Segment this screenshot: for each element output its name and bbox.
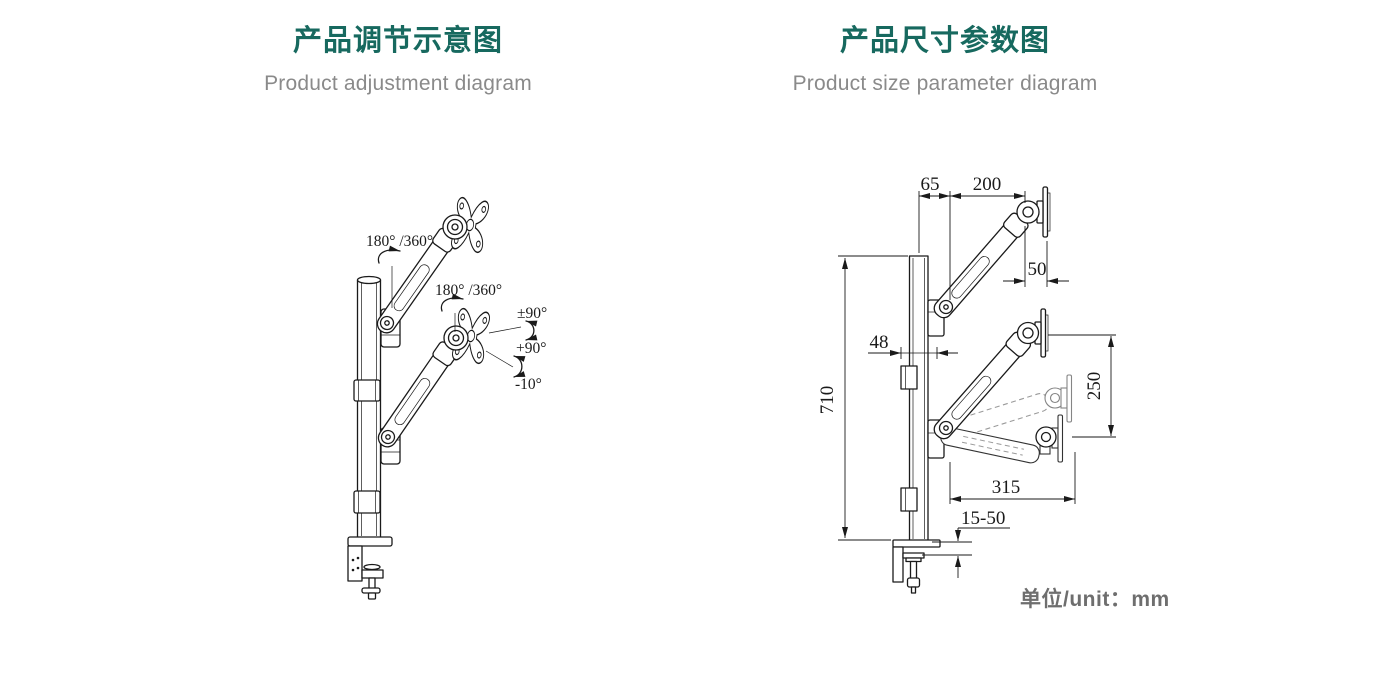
ball-joint-upper — [442, 214, 468, 240]
arm1-rotation-label: 180° /360° — [366, 233, 433, 250]
dim-710-label: 710 — [817, 386, 838, 415]
pole-collar-lower — [353, 490, 381, 514]
adjustment-diagram: 180° /360° 180° /360° ±90° +90° -10° — [347, 196, 547, 600]
desk-clamp — [347, 536, 393, 600]
left-title: 产品调节示意图 — [292, 25, 503, 57]
unit-note: 单位/unit：mm — [1020, 588, 1170, 611]
dimension-15-50: 15-50 — [922, 508, 1010, 578]
dimension-50: 50 — [1003, 226, 1069, 287]
tilt-down-label: -10° — [515, 376, 542, 393]
right-title: 产品尺寸参数图 — [839, 25, 1050, 57]
bottom-arm-side — [927, 308, 1073, 464]
rotate-arrow-icon — [440, 293, 464, 312]
pole-collar-upper — [353, 379, 381, 402]
left-panel-header: 产品调节示意图 Product adjustment diagram — [218, 25, 578, 96]
angle-annotations: 180° /360° 180° /360° ±90° +90° -10° — [366, 233, 547, 393]
dimension-65: 65 — [918, 174, 951, 300]
dimension-200: 200 — [950, 174, 1026, 203]
lower-arm — [377, 307, 492, 465]
dim-15-50-label: 15-50 — [961, 508, 1005, 529]
desk-clamp-side — [892, 539, 941, 594]
dimension-48: 48 — [868, 332, 958, 359]
top-arm-side — [927, 186, 1051, 337]
swivel-arrow-icon — [525, 320, 538, 341]
tilt-up-label: +90° — [516, 340, 546, 357]
dim-315-label: 315 — [992, 477, 1021, 498]
dimension-315: 315 — [949, 452, 1076, 504]
arm2-rotation-label: 180° /360° — [435, 282, 502, 299]
pole-side-view — [900, 255, 929, 541]
size-parameter-diagram: 65 200 50 48 — [817, 174, 1116, 594]
dimension-710: 710 — [817, 255, 908, 541]
left-subtitle: Product adjustment diagram — [264, 71, 532, 95]
ball-joint-lower — [443, 325, 469, 351]
vesa-rotation-label: ±90° — [517, 305, 547, 322]
upper-arm — [376, 196, 491, 348]
dim-250-label: 250 — [1084, 372, 1105, 401]
tilt-arrow-icon — [513, 355, 526, 378]
rotate-arrow-icon — [377, 245, 401, 264]
dim-65-label: 65 — [921, 174, 940, 195]
dim-200-label: 200 — [973, 174, 1002, 195]
dim-50-label: 50 — [1028, 259, 1047, 280]
dim-48-label: 48 — [870, 332, 889, 353]
dimension-250: 250 — [1048, 334, 1116, 438]
right-subtitle: Product size parameter diagram — [792, 71, 1098, 95]
arm-position-low — [940, 414, 1064, 464]
arm-position-high — [933, 308, 1049, 440]
right-panel-header: 产品尺寸参数图 Product size parameter diagram — [765, 25, 1125, 96]
